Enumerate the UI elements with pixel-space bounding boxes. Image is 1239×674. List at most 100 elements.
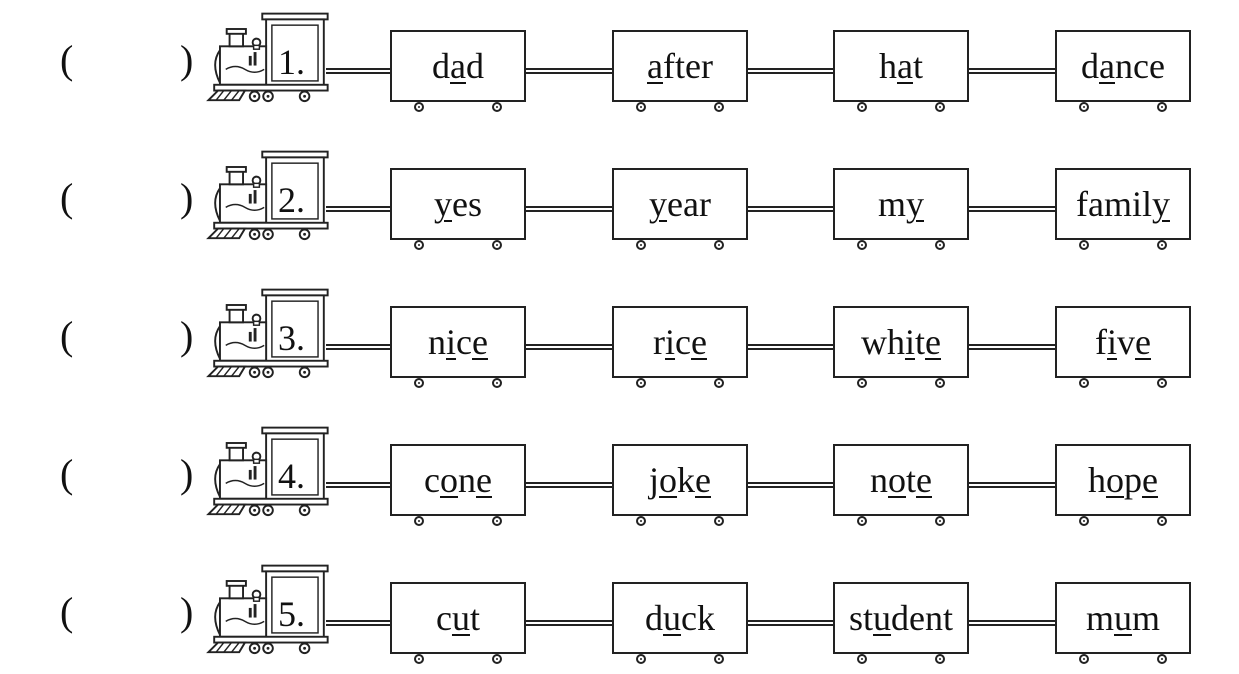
- word-card: cut: [392, 598, 524, 638]
- word-letters: t: [912, 46, 923, 86]
- wheel-icon: [714, 654, 724, 664]
- train-car: student: [833, 582, 969, 664]
- train-car: cut: [390, 582, 526, 664]
- wheel-icon: [492, 378, 502, 388]
- wheel-icon: [636, 654, 646, 664]
- word-letters: es: [452, 184, 482, 224]
- word-card: year: [614, 184, 746, 224]
- car-coupler: [526, 206, 612, 212]
- word-card: after: [614, 46, 746, 86]
- word-card: cone: [392, 460, 524, 500]
- train-engine-icon: [207, 564, 329, 655]
- underlined-letters: e: [476, 460, 492, 500]
- answer-blank[interactable]: [82, 590, 176, 634]
- train-car: dance: [1055, 30, 1191, 112]
- word-letters: d: [645, 598, 663, 638]
- answer-blank[interactable]: [82, 176, 176, 220]
- word-letters: n: [428, 322, 446, 362]
- wheel-icon: [414, 240, 424, 250]
- underlined-letters: y: [1151, 184, 1170, 224]
- answer-blank[interactable]: [82, 38, 176, 82]
- underlined-letters: a: [897, 46, 913, 86]
- word-card: joke: [614, 460, 746, 500]
- word-letters: r: [653, 322, 665, 362]
- question-number: 3.: [278, 318, 305, 358]
- car-coupler: [326, 482, 390, 488]
- underlined-letters: e: [916, 460, 932, 500]
- train-car: cone: [390, 444, 526, 526]
- word-card: hat: [835, 46, 967, 86]
- word-card: note: [835, 460, 967, 500]
- word-letters: nce: [1115, 46, 1165, 86]
- car-coupler: [969, 68, 1055, 74]
- word-letters: fter: [663, 46, 713, 86]
- word-card: my: [835, 184, 967, 224]
- train-car: hope: [1055, 444, 1191, 526]
- word-letters: p: [1124, 460, 1142, 500]
- wheel-icon: [935, 516, 945, 526]
- wheel-icon: [492, 102, 502, 112]
- wheel-icon: [714, 102, 724, 112]
- word-letters: dent: [891, 598, 953, 638]
- train-car: nice: [390, 306, 526, 388]
- answer-blank[interactable]: [82, 452, 176, 496]
- word-letters: m: [1085, 598, 1114, 638]
- word-card: white: [835, 322, 967, 362]
- underlined-letters: y: [434, 184, 452, 224]
- word-letters: ck: [681, 598, 715, 638]
- word-letters: m: [877, 184, 906, 224]
- wheel-icon: [714, 516, 724, 526]
- underlined-letters: e: [925, 322, 941, 362]
- word-letters: ear: [667, 184, 711, 224]
- underlined-letters: a: [647, 46, 663, 86]
- word-letters: t: [906, 460, 917, 500]
- train-car: year: [612, 168, 748, 250]
- car-coupler: [748, 344, 833, 350]
- car-coupler: [326, 206, 390, 212]
- car-coupler: [526, 344, 612, 350]
- wheel-icon: [414, 102, 424, 112]
- train-engine-icon: [207, 150, 329, 241]
- underlined-letters: o: [659, 460, 678, 500]
- wheel-icon: [1157, 240, 1167, 250]
- car-coupler: [326, 68, 390, 74]
- open-paren: (: [60, 313, 74, 358]
- train-car: dad: [390, 30, 526, 112]
- car-coupler: [969, 620, 1055, 626]
- word-card: student: [835, 598, 967, 638]
- wheel-icon: [857, 240, 867, 250]
- wheel-icon: [1157, 102, 1167, 112]
- car-coupler: [326, 344, 390, 350]
- underlined-letters: e: [472, 322, 488, 362]
- car-coupler: [748, 620, 833, 626]
- underlined-letters: e: [1142, 460, 1158, 500]
- word-letters: d: [1081, 46, 1100, 86]
- wheel-icon: [935, 240, 945, 250]
- underlined-letters: o: [440, 460, 458, 500]
- underlined-letters: a: [1099, 46, 1115, 86]
- train-car: duck: [612, 582, 748, 664]
- open-paren: (: [60, 589, 74, 634]
- word-letters: h: [879, 46, 897, 86]
- train-car: mum: [1055, 582, 1191, 664]
- train-engine-icon: [207, 288, 329, 379]
- word-letters: c: [436, 598, 452, 638]
- train-engine-icon: [207, 426, 329, 517]
- wheel-icon: [935, 102, 945, 112]
- close-paren: ): [180, 313, 194, 358]
- underlined-letters: e: [1135, 322, 1151, 362]
- train-car: five: [1055, 306, 1191, 388]
- close-paren: ): [180, 589, 194, 634]
- word-card: hope: [1057, 460, 1189, 500]
- open-paren: (: [60, 37, 74, 82]
- car-coupler: [969, 344, 1055, 350]
- word-card: dad: [392, 46, 524, 86]
- train-car: note: [833, 444, 969, 526]
- answer-blank[interactable]: [82, 314, 176, 358]
- word-letters: v: [1117, 322, 1136, 362]
- word-card: family: [1057, 184, 1189, 224]
- question-number: 4.: [278, 456, 305, 496]
